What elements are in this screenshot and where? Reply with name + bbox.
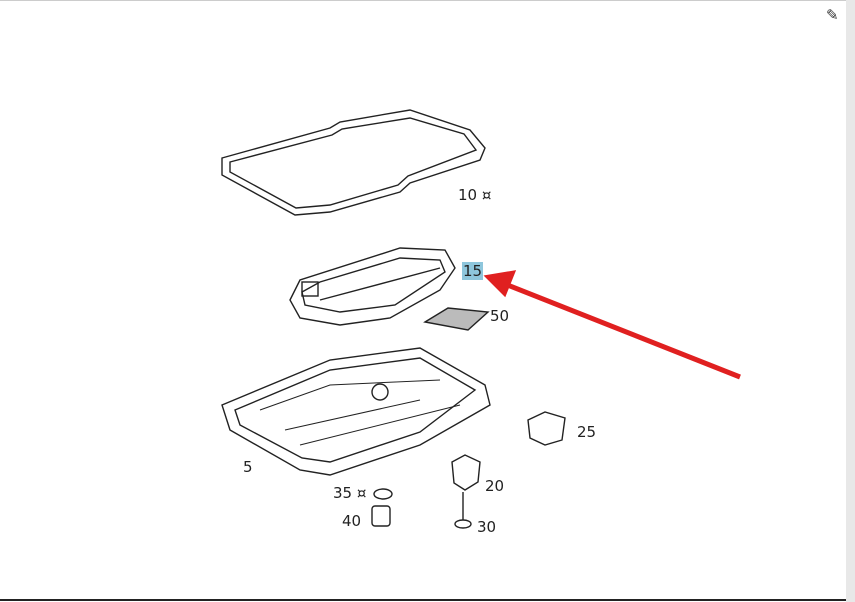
pointer-arrow	[504, 281, 741, 380]
top-border	[0, 0, 846, 1]
edit-icon[interactable]: ✎	[826, 6, 839, 24]
oil-pan-5	[221, 347, 491, 476]
part-25-label[interactable]: 25	[577, 423, 597, 441]
screen-50	[423, 307, 490, 331]
filter-15	[289, 247, 456, 326]
clip-25	[527, 411, 566, 446]
part-10-label[interactable]: 10 ¤	[458, 186, 492, 204]
washer-35	[373, 488, 393, 500]
nut-20	[451, 454, 481, 491]
bottom-border	[0, 599, 846, 601]
part-50-label[interactable]: 50	[490, 307, 510, 325]
part-15-label[interactable]: 15	[462, 262, 484, 280]
part-5-label[interactable]: 5	[243, 458, 253, 476]
gasket-10	[221, 109, 486, 216]
side-panel	[846, 0, 855, 602]
part-20-label[interactable]: 20	[485, 477, 505, 495]
part-40-label[interactable]: 40	[342, 512, 362, 530]
plug-40	[371, 505, 391, 527]
part-35-label[interactable]: 35 ¤	[333, 484, 367, 502]
part-30-label[interactable]: 30	[477, 518, 497, 536]
